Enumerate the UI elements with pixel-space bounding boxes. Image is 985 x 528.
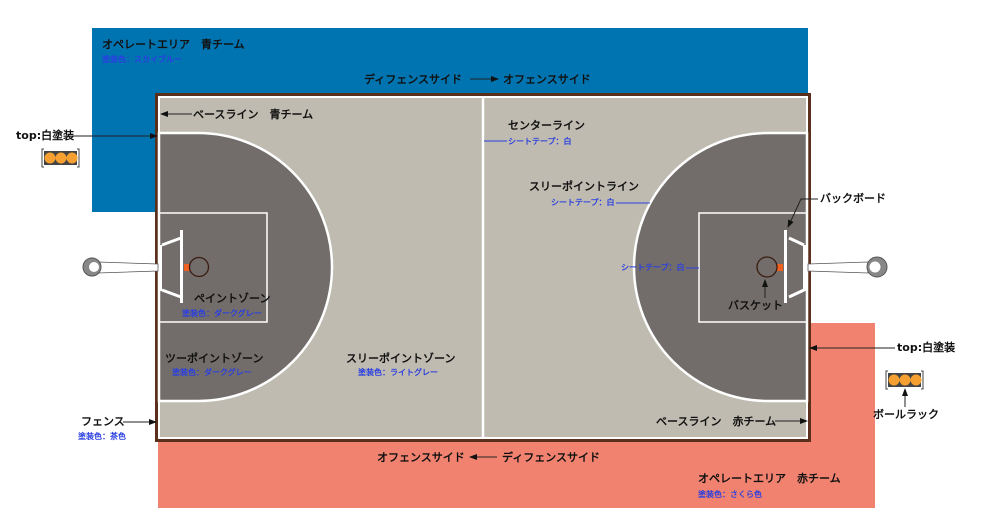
center-line-tape: シートテープ：白 [508,136,572,146]
blue-area-title: オペレートエリア 青チーム [102,37,245,51]
ball-rack-left [41,148,80,168]
paint-zone-paint: 塗装色：ダークグレー [182,308,262,318]
two-point-zone-label: ツーポイントゾーン [165,351,263,365]
three-point-line-tape: シートテープ：白 [551,197,615,207]
ball-rack-label: ボールラック [873,407,939,421]
red-area-paint: 塗装色：さくら色 [698,489,762,499]
three-point-zone-paint: 塗装色：ライトグレー [358,367,438,377]
two-point-zone-paint: 塗装色：ダークグレー [172,367,252,377]
hoop-left [82,230,210,303]
three-point-line-label: スリーポイントライン [529,179,639,193]
backboard-left [180,230,183,303]
baseline-red-label: ベースライン 赤チーム [656,414,776,428]
top-paint-right-label: top:白塗装 [897,340,955,354]
backboard-label: バックボード [820,191,886,205]
paint-line-tape: シートテープ：白 [621,262,685,272]
basket-label: バスケット [728,299,783,312]
hoop-right [756,230,888,303]
center-line-label: センターライン [508,119,585,132]
paint-zone-label: ペイントゾーン [194,291,270,305]
fence-label: フェンス [81,415,125,428]
top-paint-left-label: top:白塗装 [16,128,74,142]
blue-area-paint: 塗装色：スカイブルー [102,54,182,64]
top-direction-to: オフェンスサイド [503,73,591,86]
backboard-right [784,230,787,303]
fence-paint: 塗装色：茶色 [78,431,126,441]
two-point-zone-left [157,131,334,403]
top-direction-from: ディフェンスサイド [364,72,462,86]
bottom-direction-to: オフェンスサイド [377,451,465,464]
basket-left [188,256,210,278]
basket-right [756,256,778,278]
bottom-direction-from: ディフェンスサイド [502,450,600,464]
three-point-zone-label: スリーポイントゾーン [346,351,455,365]
two-point-zone-right [632,131,809,403]
red-area-title: オペレートエリア 赤チーム [698,471,841,485]
ball-rack-right [885,370,924,390]
baseline-blue-label: ベースライン 青チーム [193,107,313,121]
